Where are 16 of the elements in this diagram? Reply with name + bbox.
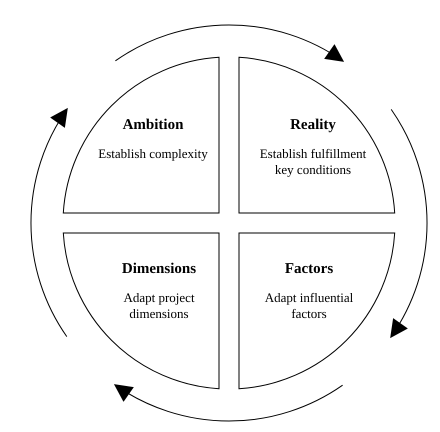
quadrant-heading: Reality <box>290 117 336 134</box>
quadrant-text: Establish complexity <box>97 146 209 162</box>
quadrant-heading: Factors <box>284 261 334 278</box>
cycle-arrow <box>114 384 344 422</box>
cycle-arrow <box>390 108 428 338</box>
quadrant-text: Establish fulfillment key conditions <box>258 146 368 178</box>
quadrant-segment <box>239 233 395 389</box>
quadrant-segment <box>63 233 219 389</box>
quadrant-segment <box>239 57 395 213</box>
quadrant-heading: Dimensions <box>122 261 196 278</box>
quadrant-text: Adapt influential factors <box>264 290 354 322</box>
quadrant-segment <box>63 57 219 213</box>
cycle-arrow <box>30 108 68 338</box>
quadrant-heading: Ambition <box>122 117 184 134</box>
cycle-arrow <box>114 24 344 62</box>
quadrant-text: Adapt project dimensions <box>122 290 196 322</box>
